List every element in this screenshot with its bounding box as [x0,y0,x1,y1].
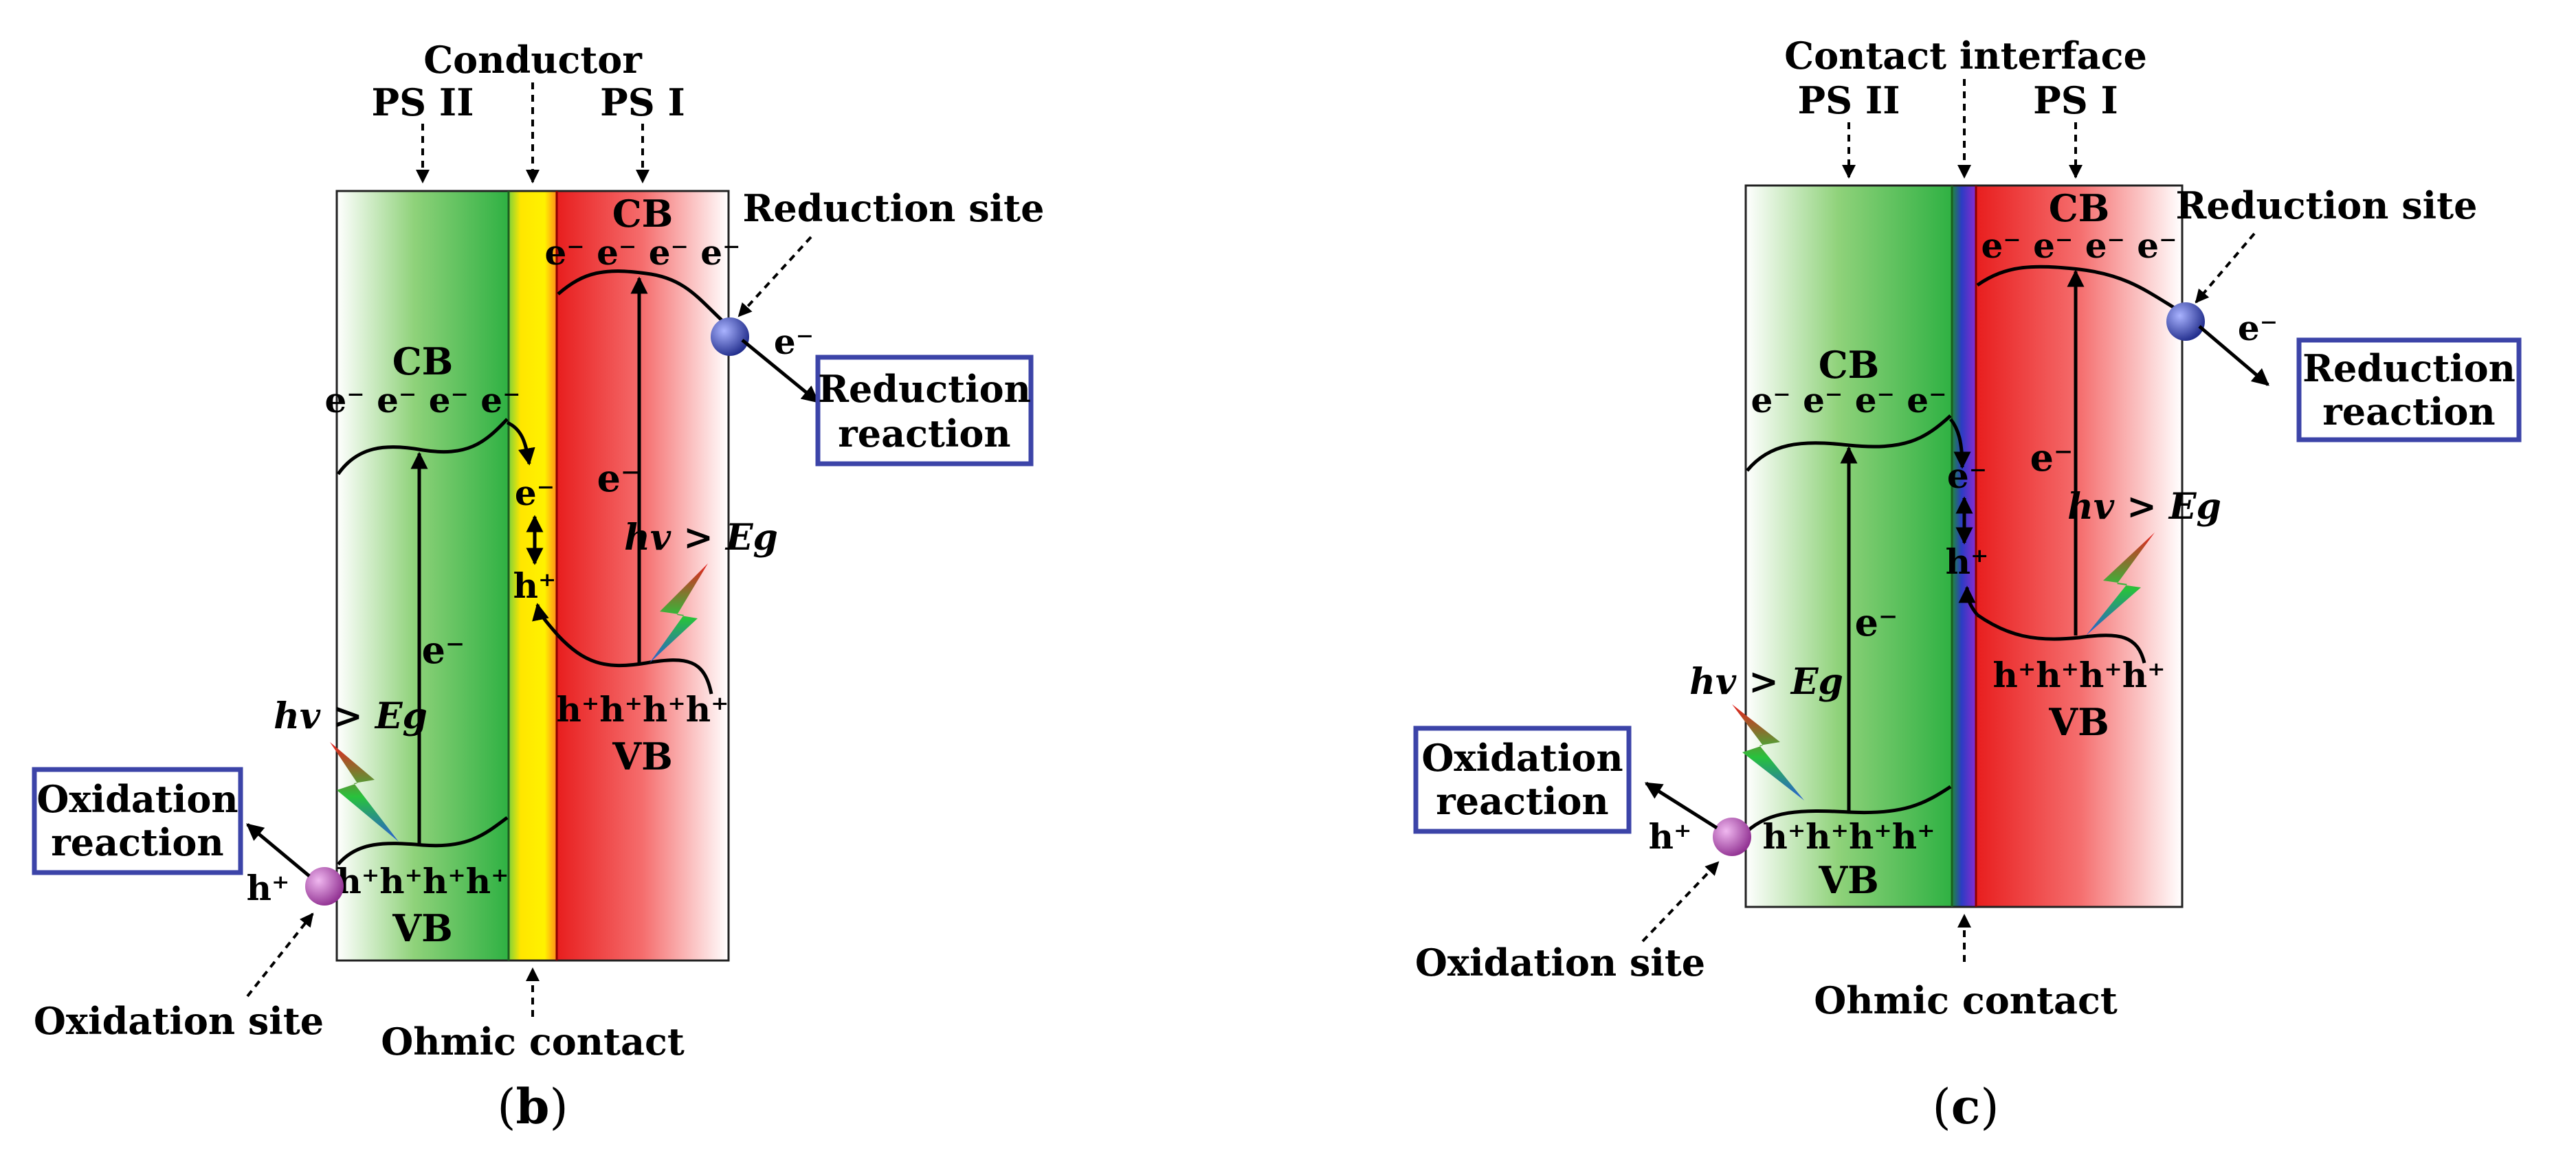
recombination-electron: e⁻ [515,473,555,513]
oxidation-site-pointer [246,912,314,998]
ps1-semiconductor [1976,186,2182,907]
oxidation-site-label: Oxidation site [1415,941,1705,985]
reduction-electron-label: e⁻ [774,322,814,362]
reduction-reaction-line2: reaction [2322,390,2495,434]
ohmic-contact-label: Ohmic contact [1814,978,2118,1022]
ps2-vb-holes: h⁺h⁺h⁺h⁺ [337,861,509,901]
ps2-lightning-icon [330,742,399,842]
ps1-vb-holes: h⁺h⁺h⁺h⁺ [557,689,729,730]
reduction-site-label: Reduction site [2176,183,2478,227]
ps1-vb-band [1976,613,2146,664]
ps2-electron-label: e⁻ [1855,600,1898,644]
electron-transfer-arrow [506,420,535,466]
conductor-label: Conductor [423,38,642,82]
ps1-excitation-label: hv > Eg [624,517,778,559]
recombination-electron: e⁻ [1947,456,1987,496]
ps2-cb-electrons: e⁻ e⁻ e⁻ e⁻ [1751,380,1946,420]
ps2-cb-band [1746,414,1952,472]
oxidation-reaction-line2: reaction [51,820,223,864]
ps1-label: PS I [600,80,685,124]
oxidation-site-label: Oxidation site [34,999,324,1043]
oxidation-site-icon [1713,818,1751,856]
reduction-reaction-box [815,355,1034,467]
ps2-lightning-icon [1732,704,1804,800]
panel-c-outline [1744,184,2184,908]
ps2-excitation-label: hv > Eg [274,695,428,737]
ps2-cb-label: CB [392,339,454,383]
ps1-excitation-label: hv > Eg [2067,486,2221,528]
oxidation-reaction-box [1413,726,1632,834]
electron-transfer-arrow [1949,418,1971,469]
panel-b-outline [335,190,730,962]
panel-c: Contact interface PS II PS I CB e⁻ e⁻ e⁻… [1413,34,2522,1135]
reduction-site-label: Reduction site [743,186,1045,230]
ps2-label: PS II [372,80,474,124]
ps1-cb-electrons: e⁻ e⁻ e⁻ e⁻ [1981,225,2177,266]
ps1-vb-holes: h⁺h⁺h⁺h⁺ [1993,655,2166,695]
oxidation-reaction-line2: reaction [1436,779,1608,823]
ps1-vb-label: VB [612,734,673,778]
recombination-hole: h⁺ [513,565,557,606]
ps1-cb-band [557,269,730,328]
ps1-cb-label: CB [612,192,674,236]
oxidation-site-pointer [1641,861,1720,943]
ps1-cb-electrons: e⁻ e⁻ e⁻ e⁻ [544,232,740,273]
ps1-vb-label: VB [2048,700,2109,744]
reduction-site-pointer [737,236,812,317]
conductor-layer [509,191,557,961]
reduction-reaction-line1: Reduction [2302,346,2516,390]
oxidation-hole-label: h⁺ [247,868,290,908]
reduction-electron-arrow [2198,325,2269,386]
oxidation-reaction-line1: Oxidation [1421,736,1623,780]
oxidation-hole-arrow [246,823,311,877]
hole-transfer-arrow [1958,585,1979,616]
ps1-semiconductor [557,191,729,961]
ps1-cb-band [1976,265,2184,315]
panel-b-caption: (b) [497,1078,568,1135]
reduction-reaction-line2: reaction [838,412,1010,456]
ohmic-contact-label: Ohmic contact [381,1020,685,1064]
reduction-site-icon [711,317,749,356]
reduction-electron-label: e⁻ [2238,308,2278,348]
hole-transfer-arrow [532,603,559,637]
contact-interface-layer [1952,186,1976,907]
reduction-reaction-box [2296,337,2522,442]
ps2-label: PS II [1798,78,1900,122]
ps1-electron-label: e⁻ [597,456,641,500]
reduction-reaction-line1: Reduction [818,367,1031,411]
ps2-cb-band [336,418,509,475]
ps1-lightning-icon [2086,532,2155,636]
ps2-vb-band [337,816,509,866]
oxidation-reaction-line1: Oxidation [36,777,238,821]
reduction-site-pointer [2195,232,2256,304]
ps1-electron-label: e⁻ [2030,436,2074,480]
ps1-vb-band [557,634,713,695]
ps2-cb-electrons: e⁻ e⁻ e⁻ e⁻ [324,380,520,420]
panel-c-caption: (c) [1932,1078,1999,1135]
ps2-vb-label: VB [392,906,453,950]
contact-interface-label: Contact interface [1784,34,2147,78]
ps1-label: PS I [2033,78,2118,122]
reduction-electron-arrow [741,339,819,403]
ps2-electron-label: e⁻ [422,628,465,672]
ps2-semiconductor [337,191,509,961]
oxidation-hole-arrow [1644,781,1718,830]
oxidation-hole-label: h⁺ [1649,816,1692,857]
reduction-site-icon [2166,302,2205,341]
recombination-hole: h⁺ [1946,541,1989,582]
ps2-excitation-label: hv > Eg [1689,661,1843,703]
ps2-vb-holes: h⁺h⁺h⁺h⁺ [1763,816,1935,857]
ps2-vb-label: VB [1818,858,1879,902]
ps1-cb-label: CB [2049,186,2110,230]
ps2-cb-label: CB [1819,343,1880,387]
oxidation-reaction-box [32,767,243,875]
panel-b: Conductor PS II PS I CB e⁻ e⁻ e⁻ e⁻ h⁺h⁺… [32,38,1045,1135]
oxidation-site-icon [305,867,344,906]
